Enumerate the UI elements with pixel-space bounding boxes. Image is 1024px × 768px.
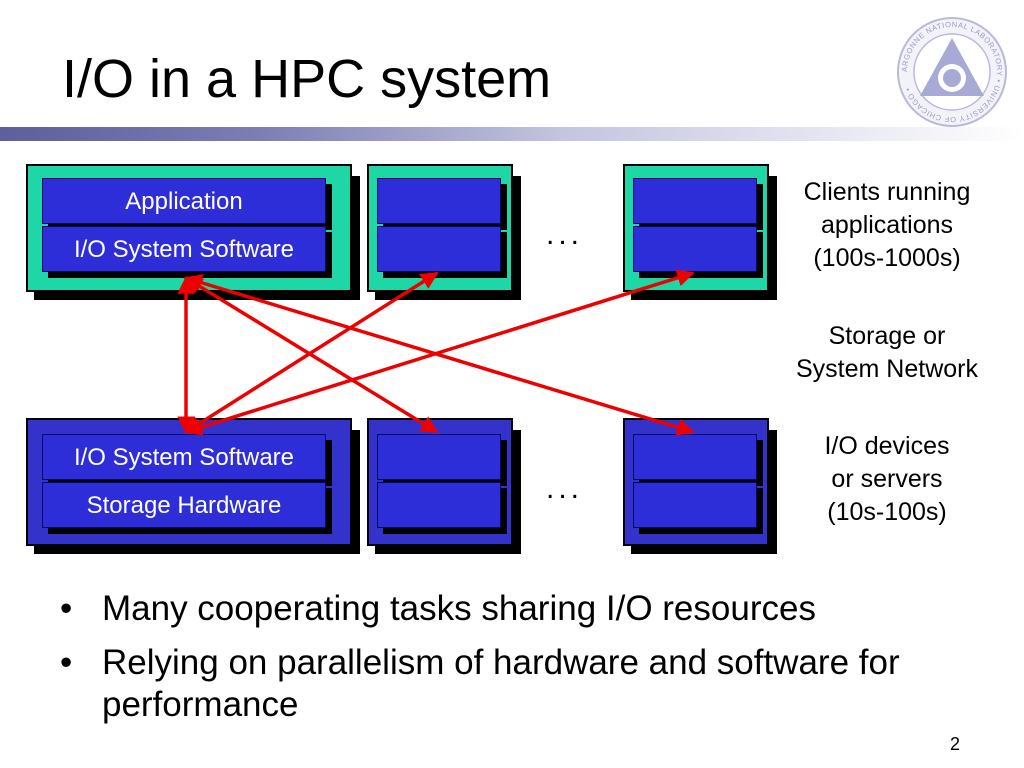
servers-ellipsis: ... bbox=[546, 472, 584, 505]
bullet-list: •Many cooperating tasks sharing I/O reso… bbox=[60, 588, 980, 738]
server-node-2-upper-box bbox=[377, 434, 501, 480]
clients-caption: Clients running applications (100s-1000s… bbox=[803, 178, 971, 272]
network-caption: Storage or System Network bbox=[796, 322, 978, 383]
slide-title: I/O in a HPC system bbox=[62, 49, 552, 109]
server-node-n-upper-box bbox=[633, 434, 757, 480]
arrow-server1-clientn bbox=[184, 269, 695, 436]
bullet-item: •Many cooperating tasks sharing I/O reso… bbox=[60, 589, 816, 628]
client-io-software-box: I/O System Software bbox=[42, 226, 326, 272]
client-node-n-upper-box bbox=[633, 178, 757, 224]
servers-caption: I/O devices or servers (10s-100s) bbox=[824, 432, 950, 526]
bullet-item: •Relying on parallelism of hardware and … bbox=[60, 643, 900, 724]
application-box: Application bbox=[42, 178, 326, 224]
client-node-2-upper-box bbox=[377, 178, 501, 224]
server-node-2-lower-box bbox=[377, 482, 501, 528]
title-rule bbox=[0, 127, 1024, 141]
server-node-n-lower-box bbox=[633, 482, 757, 528]
server-io-software-box: I/O System Software bbox=[42, 434, 326, 480]
argonne-logo: ARGONNE NATIONAL LABORATORY • UNIVERSITY… bbox=[897, 17, 1007, 127]
client-node-n-lower-box bbox=[633, 226, 757, 272]
clients-ellipsis: ... bbox=[546, 218, 584, 251]
page-number: 2 bbox=[950, 734, 961, 754]
storage-hardware-box: Storage Hardware bbox=[42, 482, 326, 528]
